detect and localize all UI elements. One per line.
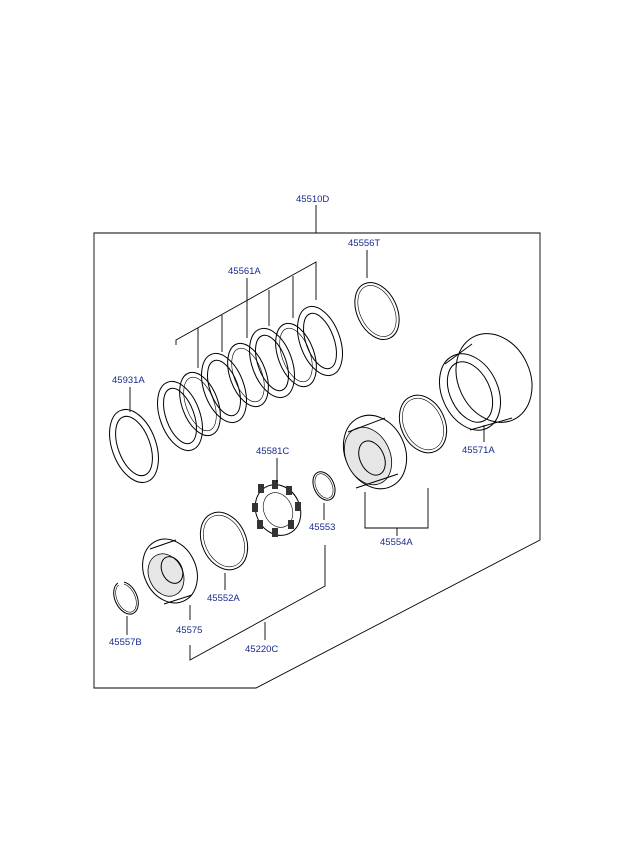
label-snap-ring-top[interactable]: 45556T bbox=[348, 238, 380, 249]
label-spring-retainer[interactable]: 45581C bbox=[256, 446, 289, 457]
label-end-plate[interactable]: 45931A bbox=[112, 375, 145, 386]
assembly-boundary bbox=[93, 205, 541, 689]
small-ring[interactable] bbox=[309, 468, 340, 504]
piston-ring[interactable] bbox=[191, 505, 256, 578]
hub[interactable] bbox=[132, 530, 207, 612]
label-drum[interactable]: 45571A bbox=[462, 445, 495, 456]
end-plate[interactable] bbox=[100, 403, 167, 489]
label-snap-ring-bottom[interactable]: 45557B bbox=[109, 637, 142, 648]
label-clutch-discs[interactable]: 45561A bbox=[228, 266, 261, 277]
snap-ring-top[interactable] bbox=[346, 275, 408, 346]
label-hub[interactable]: 45575 bbox=[176, 625, 202, 636]
label-assembly[interactable]: 45510D bbox=[296, 194, 329, 205]
piston-ring-large[interactable] bbox=[390, 388, 455, 461]
label-sub-assembly[interactable]: 45220C bbox=[245, 644, 278, 655]
snap-ring-bottom[interactable] bbox=[109, 578, 143, 618]
leader-piston bbox=[364, 488, 429, 529]
clutch-drum[interactable] bbox=[428, 321, 546, 440]
leader-clutch-discs bbox=[175, 261, 317, 368]
clutch-disc-stack[interactable] bbox=[149, 300, 351, 456]
label-piston[interactable]: 45554A bbox=[380, 537, 413, 548]
label-small-ring[interactable]: 45553 bbox=[309, 522, 335, 533]
spring-retainer[interactable] bbox=[247, 477, 309, 543]
piston[interactable] bbox=[332, 405, 418, 499]
leader-sub-assembly bbox=[189, 545, 326, 661]
label-piston-ring[interactable]: 45552A bbox=[207, 593, 240, 604]
